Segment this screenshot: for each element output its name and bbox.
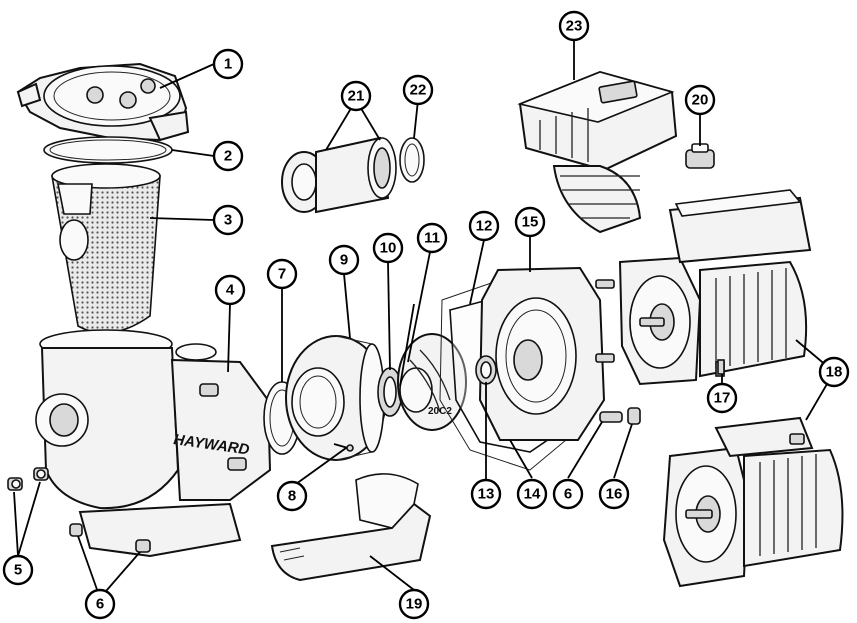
callout-21-label: 21 (348, 88, 365, 105)
callout-22-label: 22 (410, 82, 427, 99)
housing-plugs (69, 523, 151, 553)
callout-6-right-label: 6 (564, 486, 572, 503)
callout-4: 4 (214, 274, 246, 306)
callout-20: 20 (684, 84, 716, 116)
callout-5-label: 5 (14, 562, 22, 579)
callout-8-label: 8 (288, 488, 296, 505)
standard-motor (662, 416, 844, 588)
callout-1: 1 (212, 48, 244, 80)
callout-23-label: 23 (566, 18, 583, 35)
impeller-ring (377, 367, 403, 417)
callout-13-label: 13 (478, 486, 495, 503)
callout-2-label: 2 (224, 148, 232, 165)
callout-12-label: 12 (476, 218, 493, 235)
strainer-lid (16, 62, 190, 142)
callout-6-left: 6 (84, 588, 116, 620)
motor-foot-bolt (717, 359, 725, 375)
callout-18-label: 18 (826, 364, 843, 381)
motor-bolt-and-washer (599, 407, 641, 425)
callout-18: 18 (818, 356, 850, 388)
callout-3-label: 3 (224, 212, 232, 229)
callout-11-label: 11 (424, 230, 440, 247)
callout-15: 15 (514, 206, 546, 238)
callout-17-label: 17 (714, 390, 731, 407)
callout-16: 16 (598, 478, 630, 510)
callout-11: 11 (416, 222, 448, 254)
impeller: 20C2 (397, 333, 467, 431)
callout-5: 5 (2, 554, 34, 586)
callout-19: 19 (398, 588, 430, 620)
callout-6-right: 6 (552, 478, 584, 510)
callout-15-label: 15 (522, 214, 539, 231)
callout-17: 17 (706, 382, 738, 414)
callout-23: 23 (558, 10, 590, 42)
drain-plugs (7, 467, 49, 491)
callout-4-label: 4 (226, 282, 235, 299)
callout-3: 3 (212, 204, 244, 236)
impeller-code-label: 20C2 (428, 406, 452, 417)
pump-base (270, 473, 432, 582)
callout-14-label: 14 (524, 486, 541, 503)
callout-14: 14 (516, 478, 548, 510)
callout-9-label: 9 (340, 252, 348, 269)
callout-9: 9 (328, 244, 360, 276)
union-o-ring (399, 137, 425, 183)
callout-12: 12 (468, 210, 500, 242)
seal-plate (478, 266, 606, 441)
callout-10: 10 (372, 232, 404, 264)
callout-19-label: 19 (406, 596, 423, 613)
seal-plate-bolts (595, 279, 615, 363)
callout-6-left-label: 6 (96, 596, 104, 613)
lid-o-ring (43, 136, 173, 164)
callout-21: 21 (340, 80, 372, 112)
callout-7: 7 (266, 258, 298, 290)
callout-2: 2 (212, 140, 244, 172)
pump-housing: HAYWARD (35, 329, 272, 558)
variable-speed-motor (618, 189, 812, 386)
diffuser (285, 335, 387, 461)
callout-22: 22 (402, 74, 434, 106)
shaft-seal (475, 355, 497, 385)
callout-16-label: 16 (606, 486, 623, 503)
callout-10-label: 10 (380, 240, 397, 257)
union-connector (281, 136, 397, 214)
strainer-basket (51, 163, 161, 334)
callout-8: 8 (276, 480, 308, 512)
diffuser-screw (333, 443, 354, 452)
conduit-fitting (685, 143, 715, 169)
variable-speed-drive (517, 70, 678, 234)
callout-1-label: 1 (224, 56, 232, 73)
callout-13: 13 (470, 478, 502, 510)
callout-20-label: 20 (692, 92, 709, 109)
callout-7-label: 7 (278, 266, 286, 283)
